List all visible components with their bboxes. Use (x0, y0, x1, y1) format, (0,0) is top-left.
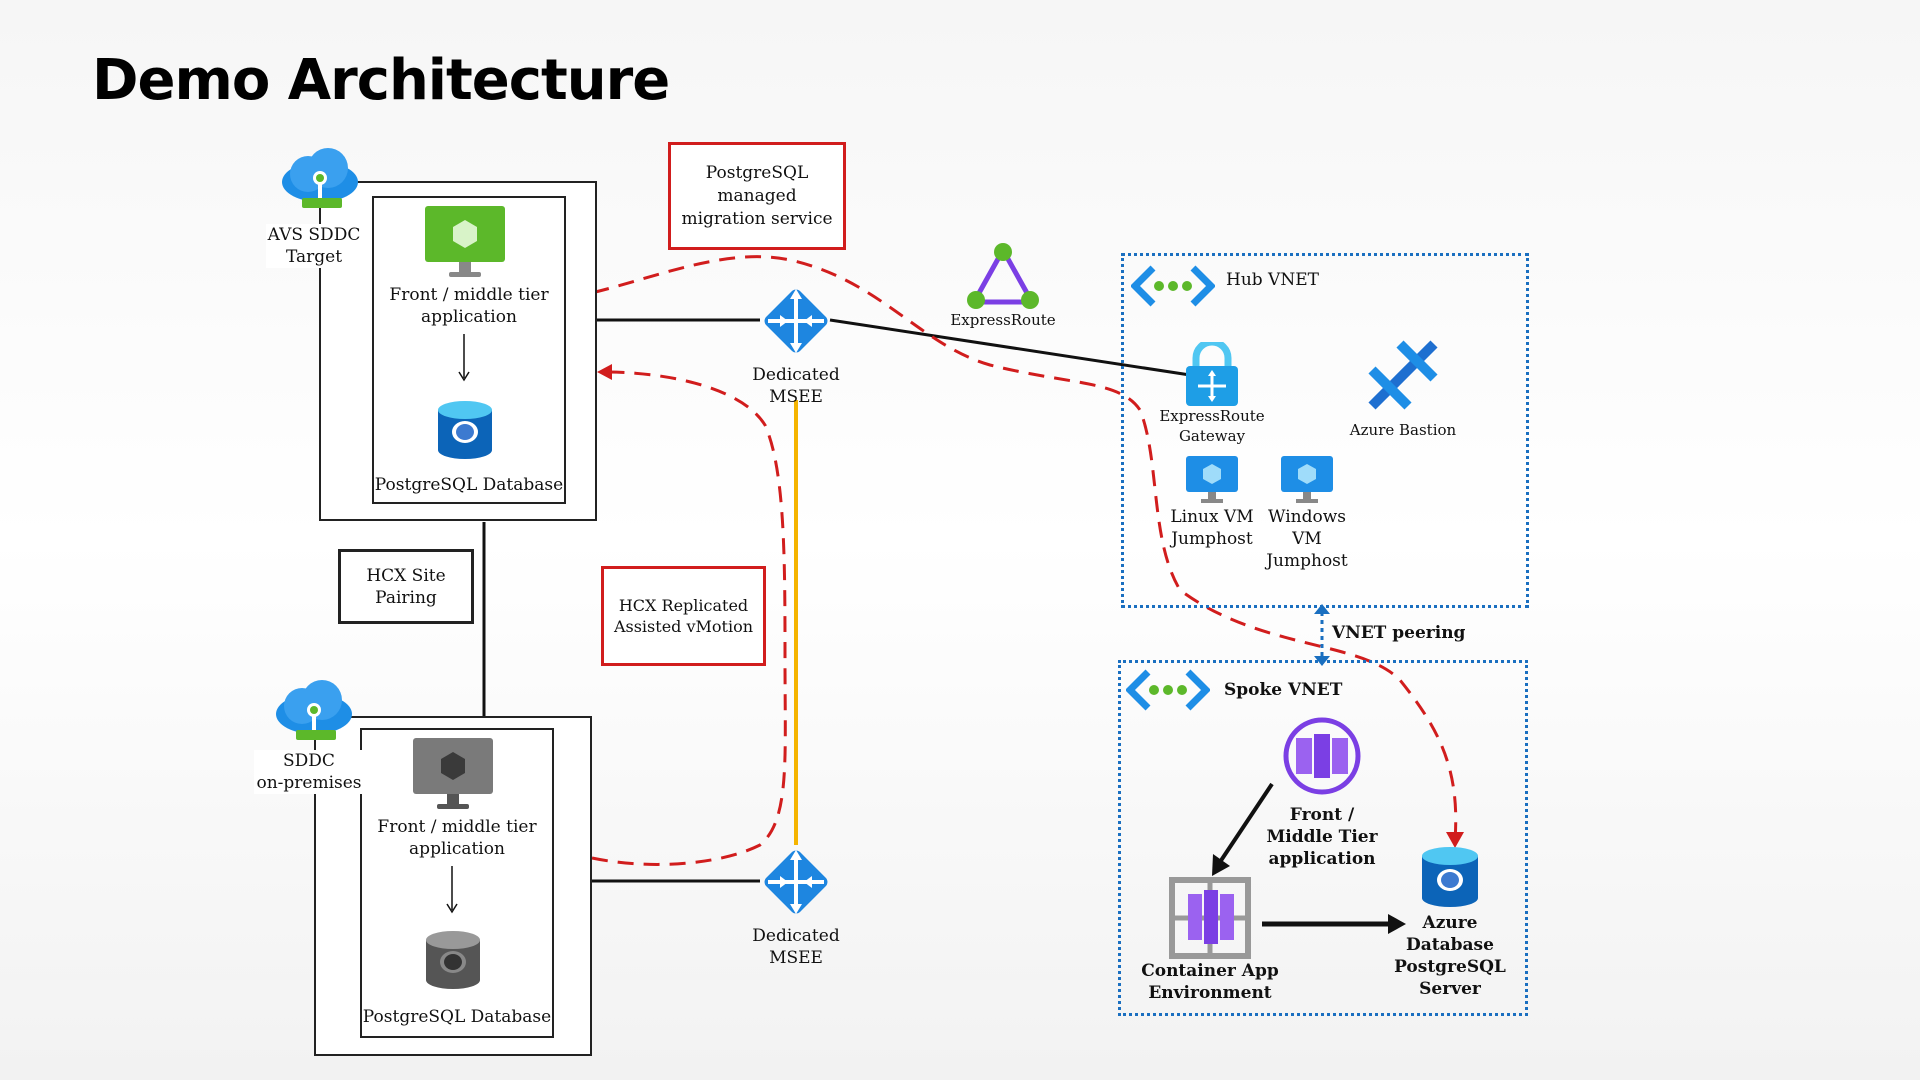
msee-bottom-router-icon (758, 844, 834, 924)
windows-vm-icon (1281, 456, 1333, 510)
azure-postgres-icon (1420, 846, 1480, 912)
postgres-db-gray-icon (424, 930, 482, 994)
onprem-app-label: Front / middle tier application (377, 817, 537, 859)
migration-arrowhead-top (1446, 832, 1464, 848)
msee-top-label: Dedicated MSEE (752, 365, 840, 407)
hub-vnet-icon (1130, 262, 1216, 314)
onprem-label: SDDC on-premises (254, 750, 364, 794)
azure-postgres-label: Azure Database PostgreSQL Server (1394, 913, 1506, 999)
vm-gray-icon (413, 738, 493, 818)
app-to-env-arrow (1218, 782, 1274, 864)
avs-target-label: AVS SDDC Target (266, 224, 362, 268)
expressroute-gateway-label: ExpressRoute Gateway (1159, 407, 1265, 445)
container-env-label: Container App Environment (1141, 961, 1279, 1003)
expressroute-label: ExpressRoute (950, 311, 1056, 329)
azure-bastion-icon (1362, 334, 1444, 420)
avs-app-label: Front / middle tier application (389, 285, 549, 327)
hub-vnet-frame (1121, 253, 1529, 608)
expressroute-gateway-icon (1184, 338, 1240, 412)
msee-to-gateway-line (829, 318, 1191, 377)
expressroute-icon (966, 242, 1040, 316)
spoke-vnet-frame (1118, 660, 1528, 1016)
hcx-rav-box: HCX Replicated Assisted vMotion (601, 566, 766, 666)
vm-green-icon (425, 206, 505, 286)
vnet-peering-label: VNET peering (1332, 623, 1466, 643)
spoke-app-label: Front / Middle Tier application (1266, 805, 1378, 869)
container-env-icon (1168, 876, 1252, 964)
spoke-vnet-title: Spoke VNET (1224, 680, 1343, 700)
msee-top-router-icon (758, 283, 834, 363)
avs-cloud-icon (280, 148, 360, 218)
avs-db-label: PostgreSQL Database (374, 475, 564, 495)
hcx-site-pairing-box: HCX Site Pairing (338, 549, 474, 624)
onprem-db-label: PostgreSQL Database (362, 1007, 552, 1027)
azure-bastion-label: Azure Bastion (1349, 421, 1457, 439)
onprem-down-arrow (446, 866, 458, 914)
msee-bottom-label: Dedicated MSEE (752, 926, 840, 968)
page-title: Demo Architecture (92, 48, 670, 113)
linux-vm-label: Linux VM Jumphost (1170, 507, 1254, 549)
avs-down-arrow (458, 334, 470, 382)
migration-arrowhead-return (597, 364, 612, 380)
hub-vnet-title: Hub VNET (1226, 270, 1319, 290)
windows-vm-label: Windows VM Jumphost (1266, 507, 1348, 571)
spoke-vnet-icon (1125, 666, 1211, 718)
postgres-db-blue-icon (436, 400, 494, 464)
onprem-cloud-icon (274, 680, 354, 750)
migration-service-box: PostgreSQL managed migration service (668, 142, 846, 250)
container-app-icon (1280, 716, 1364, 800)
linux-vm-icon (1186, 456, 1238, 510)
